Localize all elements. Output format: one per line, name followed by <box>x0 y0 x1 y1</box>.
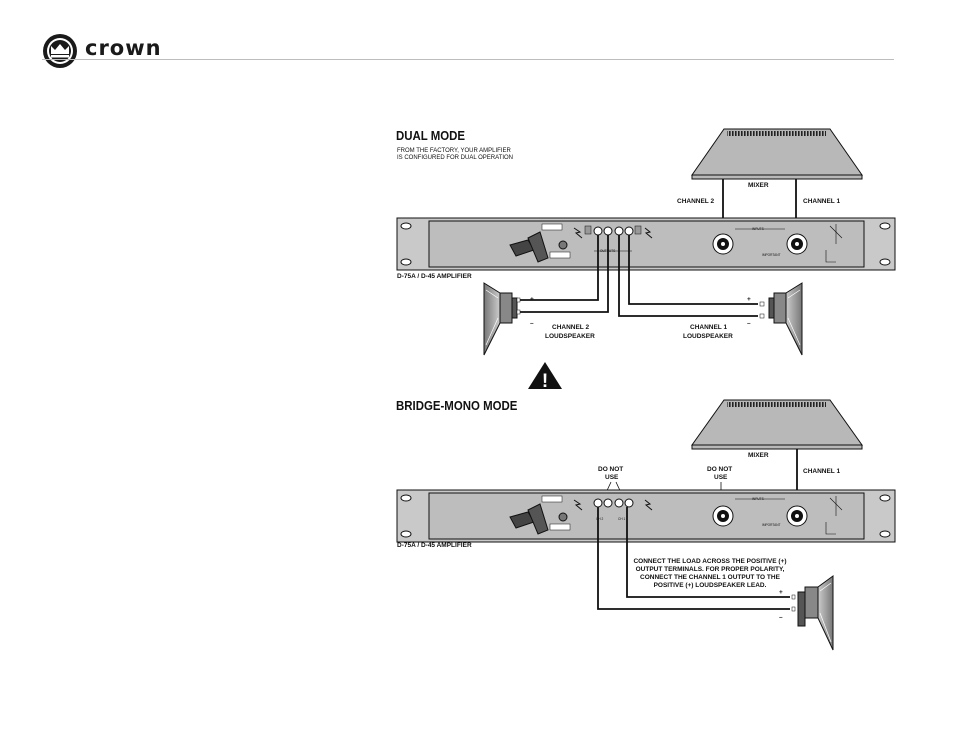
dual-right-plus: + <box>747 296 751 303</box>
dual-xlr-jack-icon <box>712 233 808 255</box>
dual-speaker-wires <box>520 235 758 317</box>
dual-channel1-label: CHANNEL 1 <box>803 198 840 205</box>
dual-left-plus: + <box>530 296 534 303</box>
dual-mixer-icon <box>691 128 863 180</box>
bridge-instr-3: CONNECT THE CHANNEL 1 OUTPUT TO THE <box>640 574 781 581</box>
bridge-important-label: IMPORTANT <box>762 523 781 527</box>
bridge-minus: – <box>779 614 783 621</box>
dual-note-line-2: IS CONFIGURED FOR DUAL OPERATION <box>397 155 514 161</box>
warning-icon: ! <box>528 362 562 392</box>
bridge-plus: + <box>779 589 783 596</box>
dual-ch2-speaker-label-2: LOUDSPEAKER <box>545 333 595 340</box>
brand-name: crown <box>85 36 162 60</box>
bridge-loudspeaker-icon <box>791 575 834 651</box>
dual-amp-label: D-75A / D-45 AMPLIFIER <box>397 273 472 280</box>
bridge-do-not-use-outputs-2: USE <box>605 474 619 481</box>
bridge-instr-1: CONNECT THE LOAD ACROSS THE POSITIVE (+) <box>633 558 786 565</box>
bridge-do-not-use-input-2: USE <box>714 474 728 481</box>
dual-ch1-speaker-label-1: CHANNEL 1 <box>690 324 727 331</box>
bridge-mixer-icon <box>691 399 863 450</box>
dual-mixer-label: MIXER <box>748 182 769 189</box>
bridge-binding-post-icon <box>593 498 634 508</box>
bridge-ch1-label: CH 1 <box>618 517 625 521</box>
dual-ch1-loudspeaker-icon <box>759 282 803 356</box>
bridge-mixer-label: MIXER <box>748 452 769 459</box>
warning-symbol: ! <box>542 371 548 392</box>
dual-mode-note: FROM THE FACTORY, YOUR AMPLIFIER IS CONF… <box>397 148 513 162</box>
bridge-instr-4: POSITIVE (+) LOUDSPEAKER LEAD. <box>654 582 767 589</box>
dual-ch2-speaker-label-1: CHANNEL 2 <box>552 324 589 331</box>
dual-important-label: IMPORTANT <box>762 253 781 257</box>
dual-mode-title: DUAL MODE <box>396 128 466 143</box>
bridge-xlr-jack-icon <box>712 505 808 527</box>
bridge-mode-title: BRIDGE-MONO MODE <box>396 398 518 413</box>
dual-note-line-1: FROM THE FACTORY, YOUR AMPLIFIER <box>397 148 511 154</box>
bridge-do-not-use-input-1: DO NOT <box>707 466 732 473</box>
bridge-do-not-use-outputs-1: DO NOT <box>598 466 623 473</box>
bridge-instr-2: OUTPUT TERMINALS. FOR PROPER POLARITY, <box>636 566 785 573</box>
dual-ch2-loudspeaker-icon <box>483 282 521 356</box>
dual-ch1-speaker-label-2: LOUDSPEAKER <box>683 333 733 340</box>
dual-left-minus: – <box>530 320 534 327</box>
bridge-ch2-label: CH 2 <box>596 517 603 521</box>
dual-channel2-label: CHANNEL 2 <box>677 198 714 205</box>
header-rule <box>42 59 894 60</box>
bridge-speaker-wires <box>597 507 790 610</box>
dual-amplifier: OUTPUTS INPUTS IMPORTANT <box>396 217 896 271</box>
bridge-amp-label: D-75A / D-45 AMPLIFIER <box>397 542 472 549</box>
dual-right-minus: – <box>747 320 751 327</box>
bridge-amplifier: CH 2 CH 1 INPUTS IMPORTANT <box>396 489 896 543</box>
bridge-channel1-label: CHANNEL 1 <box>803 468 840 475</box>
